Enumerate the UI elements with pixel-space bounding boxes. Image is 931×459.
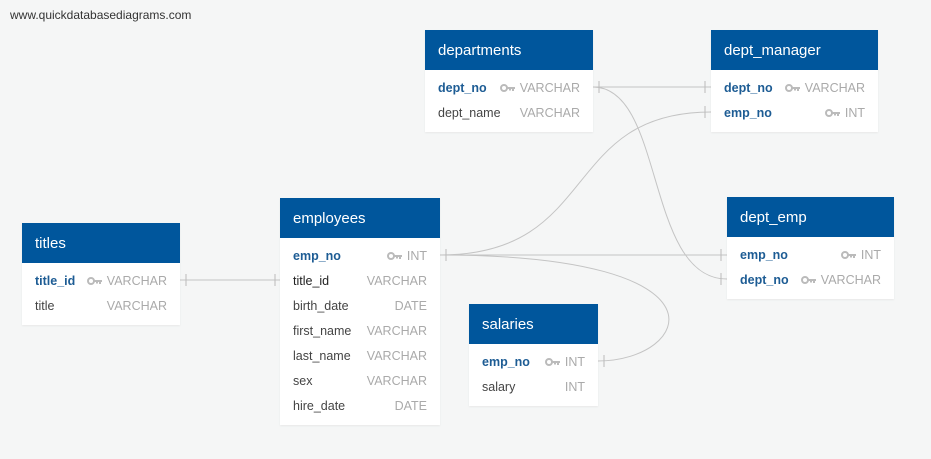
key-icon xyxy=(86,276,102,285)
key-icon xyxy=(824,108,840,117)
table-body: dept_no VARCHAR dept_name VARCHAR xyxy=(425,70,593,132)
field-type: INT xyxy=(564,380,585,394)
field-name: last_name xyxy=(293,349,351,363)
field-name: emp_no xyxy=(293,249,341,263)
link-employees-salaries xyxy=(439,254,670,362)
key-icon xyxy=(840,250,856,259)
field-row[interactable]: hire_date DATE xyxy=(280,394,440,419)
field-row[interactable]: emp_no INT xyxy=(727,243,894,268)
field-row[interactable]: emp_no INT xyxy=(469,350,598,375)
table-dept-emp[interactable]: dept_emp emp_no INT dept_no VARCHAR xyxy=(727,197,894,299)
table-body: emp_no INT title_id VARCHAR birth_date D… xyxy=(280,238,440,425)
table-body: dept_no VARCHAR emp_no INT xyxy=(711,70,878,132)
key-icon xyxy=(499,83,515,92)
watermark: www.quickdatabasediagrams.com xyxy=(10,8,192,22)
field-name: dept_no xyxy=(740,273,789,287)
field-row[interactable]: emp_no INT xyxy=(711,101,878,126)
table-header: salaries xyxy=(469,304,598,344)
field-name: dept_no xyxy=(438,81,487,95)
field-type: VARCHAR xyxy=(86,269,167,294)
field-name: title xyxy=(35,299,55,313)
field-row[interactable]: last_name VARCHAR xyxy=(280,344,440,369)
field-name: emp_no xyxy=(740,248,788,262)
field-type: VARCHAR xyxy=(519,106,580,120)
field-name: title_id xyxy=(293,274,330,288)
field-row[interactable]: salary INT xyxy=(469,375,598,400)
table-departments[interactable]: departments dept_no VARCHAR dept_name VA… xyxy=(425,30,593,132)
table-header: departments xyxy=(425,30,593,70)
table-header: titles xyxy=(22,223,180,263)
field-type-label: VARCHAR xyxy=(804,81,865,95)
table-salaries[interactable]: salaries emp_no INT salary INT xyxy=(469,304,598,406)
key-icon xyxy=(800,275,816,284)
table-dept-manager[interactable]: dept_manager dept_no VARCHAR emp_no INT xyxy=(711,30,878,132)
key-icon xyxy=(386,251,402,260)
field-type: VARCHAR xyxy=(800,268,881,293)
field-row[interactable]: dept_name VARCHAR xyxy=(425,101,593,126)
field-type-label: INT xyxy=(860,248,881,262)
field-row[interactable]: dept_no VARCHAR xyxy=(711,76,878,101)
field-type: DATE xyxy=(394,299,427,313)
link-departments-dept-emp xyxy=(592,86,728,280)
field-row[interactable]: title VARCHAR xyxy=(22,294,180,319)
field-type-label: INT xyxy=(406,249,427,263)
field-type: VARCHAR xyxy=(784,76,865,101)
link-employees-dept-manager xyxy=(439,111,712,256)
field-name: first_name xyxy=(293,324,352,338)
field-type: VARCHAR xyxy=(366,374,427,388)
key-icon xyxy=(784,83,800,92)
field-name: sex xyxy=(293,374,313,388)
field-type-label: VARCHAR xyxy=(106,274,167,288)
table-body: title_id VARCHAR title VARCHAR xyxy=(22,263,180,325)
field-row[interactable]: emp_no INT xyxy=(280,244,440,269)
field-row[interactable]: sex VARCHAR xyxy=(280,369,440,394)
field-type: INT xyxy=(386,244,427,269)
field-name: emp_no xyxy=(482,355,530,369)
field-name: birth_date xyxy=(293,299,349,313)
table-body: emp_no INT dept_no VARCHAR xyxy=(727,237,894,299)
field-row[interactable]: title_id VARCHAR xyxy=(280,269,440,294)
table-header: dept_emp xyxy=(727,197,894,237)
field-name: dept_name xyxy=(438,106,501,120)
field-name: salary xyxy=(482,380,516,394)
field-type: VARCHAR xyxy=(366,274,427,288)
field-name: title_id xyxy=(35,274,76,288)
table-titles[interactable]: titles title_id VARCHAR title VARCHAR xyxy=(22,223,180,325)
field-type-label: VARCHAR xyxy=(820,273,881,287)
field-row[interactable]: dept_no VARCHAR xyxy=(727,268,894,293)
table-employees[interactable]: employees emp_no INT title_id VARCHAR bi… xyxy=(280,198,440,425)
field-type: VARCHAR xyxy=(366,349,427,363)
field-type: INT xyxy=(824,101,865,126)
field-type: INT xyxy=(544,350,585,375)
field-type: INT xyxy=(840,243,881,268)
key-icon xyxy=(544,357,560,366)
field-name: hire_date xyxy=(293,399,346,413)
field-type: VARCHAR xyxy=(106,299,167,313)
field-row[interactable]: birth_date DATE xyxy=(280,294,440,319)
field-type-label: INT xyxy=(844,106,865,120)
field-type: VARCHAR xyxy=(366,324,427,338)
field-row[interactable]: dept_no VARCHAR xyxy=(425,76,593,101)
table-header: dept_manager xyxy=(711,30,878,70)
field-row[interactable]: title_id VARCHAR xyxy=(22,269,180,294)
table-header: employees xyxy=(280,198,440,238)
field-type: DATE xyxy=(394,399,427,413)
field-name: dept_no xyxy=(724,81,773,95)
table-body: emp_no INT salary INT xyxy=(469,344,598,406)
field-type: VARCHAR xyxy=(499,76,580,101)
field-name: emp_no xyxy=(724,106,772,120)
field-row[interactable]: first_name VARCHAR xyxy=(280,319,440,344)
field-type-label: VARCHAR xyxy=(519,81,580,95)
field-type-label: INT xyxy=(564,355,585,369)
